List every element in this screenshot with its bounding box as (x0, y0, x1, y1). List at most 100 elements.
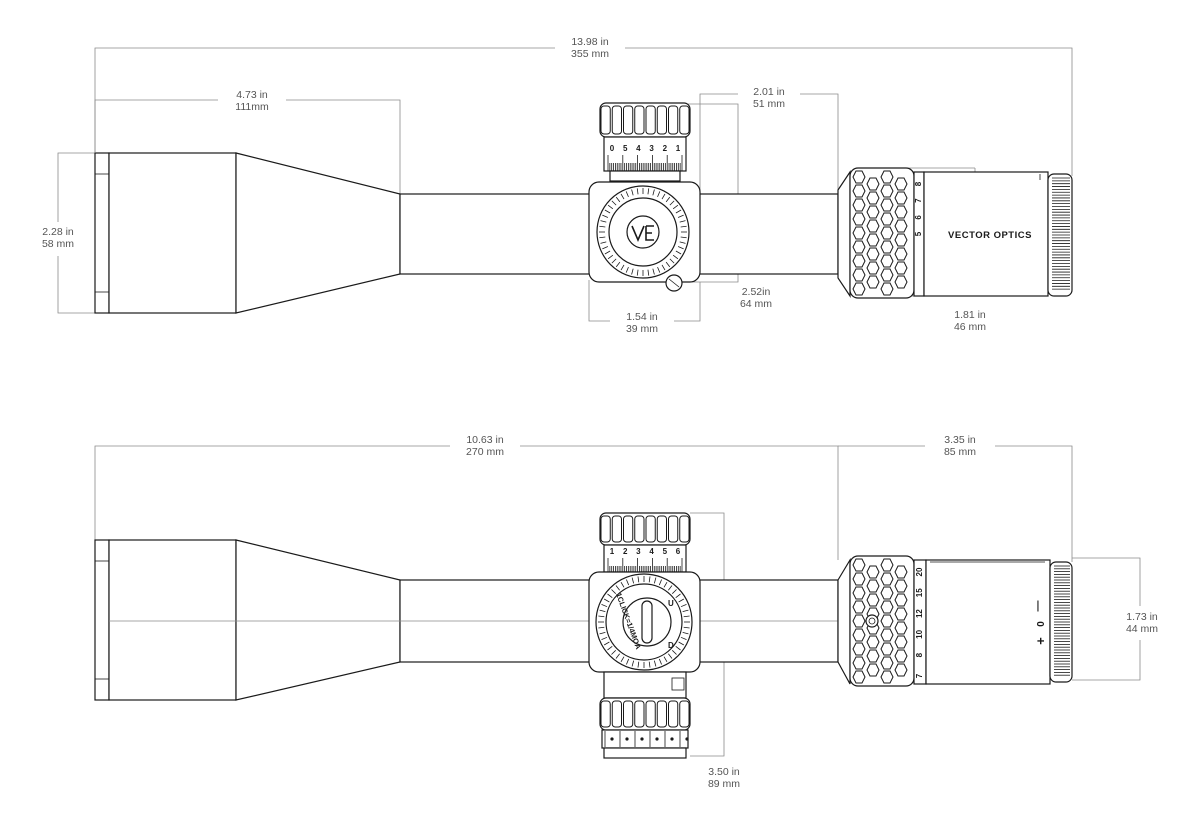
elevation-knurl-rib (645, 105, 656, 135)
zoom-ring-knurl (894, 219, 908, 233)
saddle-tooth (636, 188, 639, 195)
elevation-scale-number: 5 (663, 547, 668, 556)
elevation-knurl-rib (611, 105, 622, 135)
zoom-ring-knurl (894, 565, 908, 579)
top-eyepiece-diameter-mm: 46 mm (954, 321, 986, 333)
side-objective-bell (94, 539, 401, 701)
elevation-scale-number: 2 (663, 144, 668, 153)
saddle-tooth (603, 641, 610, 646)
saddle-tooth (611, 589, 616, 594)
zoom-ring-knurl (852, 226, 866, 240)
saddle-tooth (598, 626, 605, 629)
elevation-knurl-rib (611, 515, 622, 543)
saddle-tooth (677, 214, 684, 218)
elevation-scale-number: 3 (636, 547, 641, 556)
zoom-ring-knurl (880, 212, 894, 226)
saddle-tooth (647, 269, 650, 276)
saddle-tooth (679, 220, 686, 223)
zoom-ring-knurl (852, 656, 866, 670)
windage-knurl-rib (611, 700, 622, 728)
saddle-tooth (675, 250, 682, 255)
saddle-tooth (652, 268, 655, 275)
side-bottom-turret (599, 671, 691, 759)
zoom-ring-knurl (880, 628, 894, 642)
windage-knurl-rib (600, 700, 611, 728)
saddle-tooth (675, 209, 682, 214)
saddle-tooth (663, 581, 668, 588)
saddle-tooth (665, 261, 671, 268)
elevation-knurl-rib (623, 105, 634, 135)
zoom-ring-knurl (894, 663, 908, 677)
zoom-ring-knurl (880, 226, 894, 240)
elevation-scale-number: 3 (649, 144, 654, 153)
saddle-tooth (620, 656, 625, 663)
saddle-tooth (653, 660, 657, 667)
saddle-tooth (647, 188, 650, 195)
elevation-knurl-rib (645, 515, 656, 543)
saddle-tooth (668, 653, 673, 659)
saddle-tooth (607, 254, 614, 260)
saddle-tooth (599, 609, 606, 613)
magnification-number: 8 (915, 652, 924, 657)
side-eyepiece-length-mm: 85 mm (944, 446, 976, 458)
saddle-tooth (648, 661, 651, 668)
saddle-tooth (672, 254, 679, 260)
saddle-tooth (648, 576, 651, 583)
zoom-ring-knurl (894, 621, 908, 635)
saddle-tooth (604, 209, 611, 214)
side-turret-span-in: 3.50 in (708, 766, 740, 778)
zoom-ring-knurl (894, 649, 908, 663)
magnification-number: 15 (915, 588, 924, 597)
zoom-ring-knurl (880, 670, 894, 684)
zoom-ring-knurl (894, 177, 908, 191)
zoom-ring-knurl (880, 558, 894, 572)
saddle-tooth (658, 658, 662, 665)
saddle-tooth (611, 650, 616, 655)
zoom-ring-knurl (866, 247, 880, 261)
windage-knurl-rib (668, 700, 679, 728)
saddle-tooth (678, 598, 685, 603)
saddle-tooth (675, 593, 681, 598)
zoom-ring-knurl (866, 219, 880, 233)
top-objective-length-in: 4.73 in (236, 89, 268, 101)
elevation-knurl-rib (668, 105, 679, 135)
zoom-ring-knurl (866, 663, 880, 677)
saddle-tooth (682, 631, 689, 635)
side-ocular-diameter-mm: 44 mm (1126, 623, 1158, 635)
zoom-ring-knurl (852, 198, 866, 212)
saddle-tooth (631, 268, 634, 275)
saddle-tooth (665, 196, 671, 203)
saddle-tooth (672, 650, 677, 655)
elevation-knurl-rib (679, 105, 690, 135)
elevation-scale-number: 0 (610, 144, 615, 153)
zoom-ring-knurl (852, 282, 866, 296)
magnification-number: 7 (915, 673, 924, 678)
magnification-number: 5 (914, 231, 923, 236)
saddle-tooth (601, 636, 608, 640)
zoom-ring-knurl (894, 275, 908, 289)
elevation-scale-number: 1 (676, 144, 681, 153)
saddle-tooth (637, 576, 640, 583)
saddle-tooth (607, 646, 613, 651)
saddle-tooth (620, 193, 625, 200)
windage-knurl-rib (679, 700, 690, 728)
bottom-turret-dot (610, 737, 614, 741)
zoom-ring-knurl (866, 635, 880, 649)
elevation-scale-number: 4 (636, 144, 641, 153)
zoom-ring-knurl (880, 282, 894, 296)
saddle-tooth (636, 269, 639, 276)
diopter-minus: — (1032, 601, 1044, 612)
zoom-ring-knurl (866, 177, 880, 191)
zoom-ring-knurl (880, 656, 894, 670)
zoom-ring-knurl (852, 572, 866, 586)
saddle-tooth (607, 593, 613, 598)
top-saddle (588, 181, 701, 292)
windage-slot (641, 600, 653, 644)
top-turret-width-in: 1.54 in (626, 311, 658, 323)
zoom-ring-knurl (852, 642, 866, 656)
bottom-turret-dot (670, 737, 674, 741)
magnification-number: 10 (915, 629, 924, 638)
